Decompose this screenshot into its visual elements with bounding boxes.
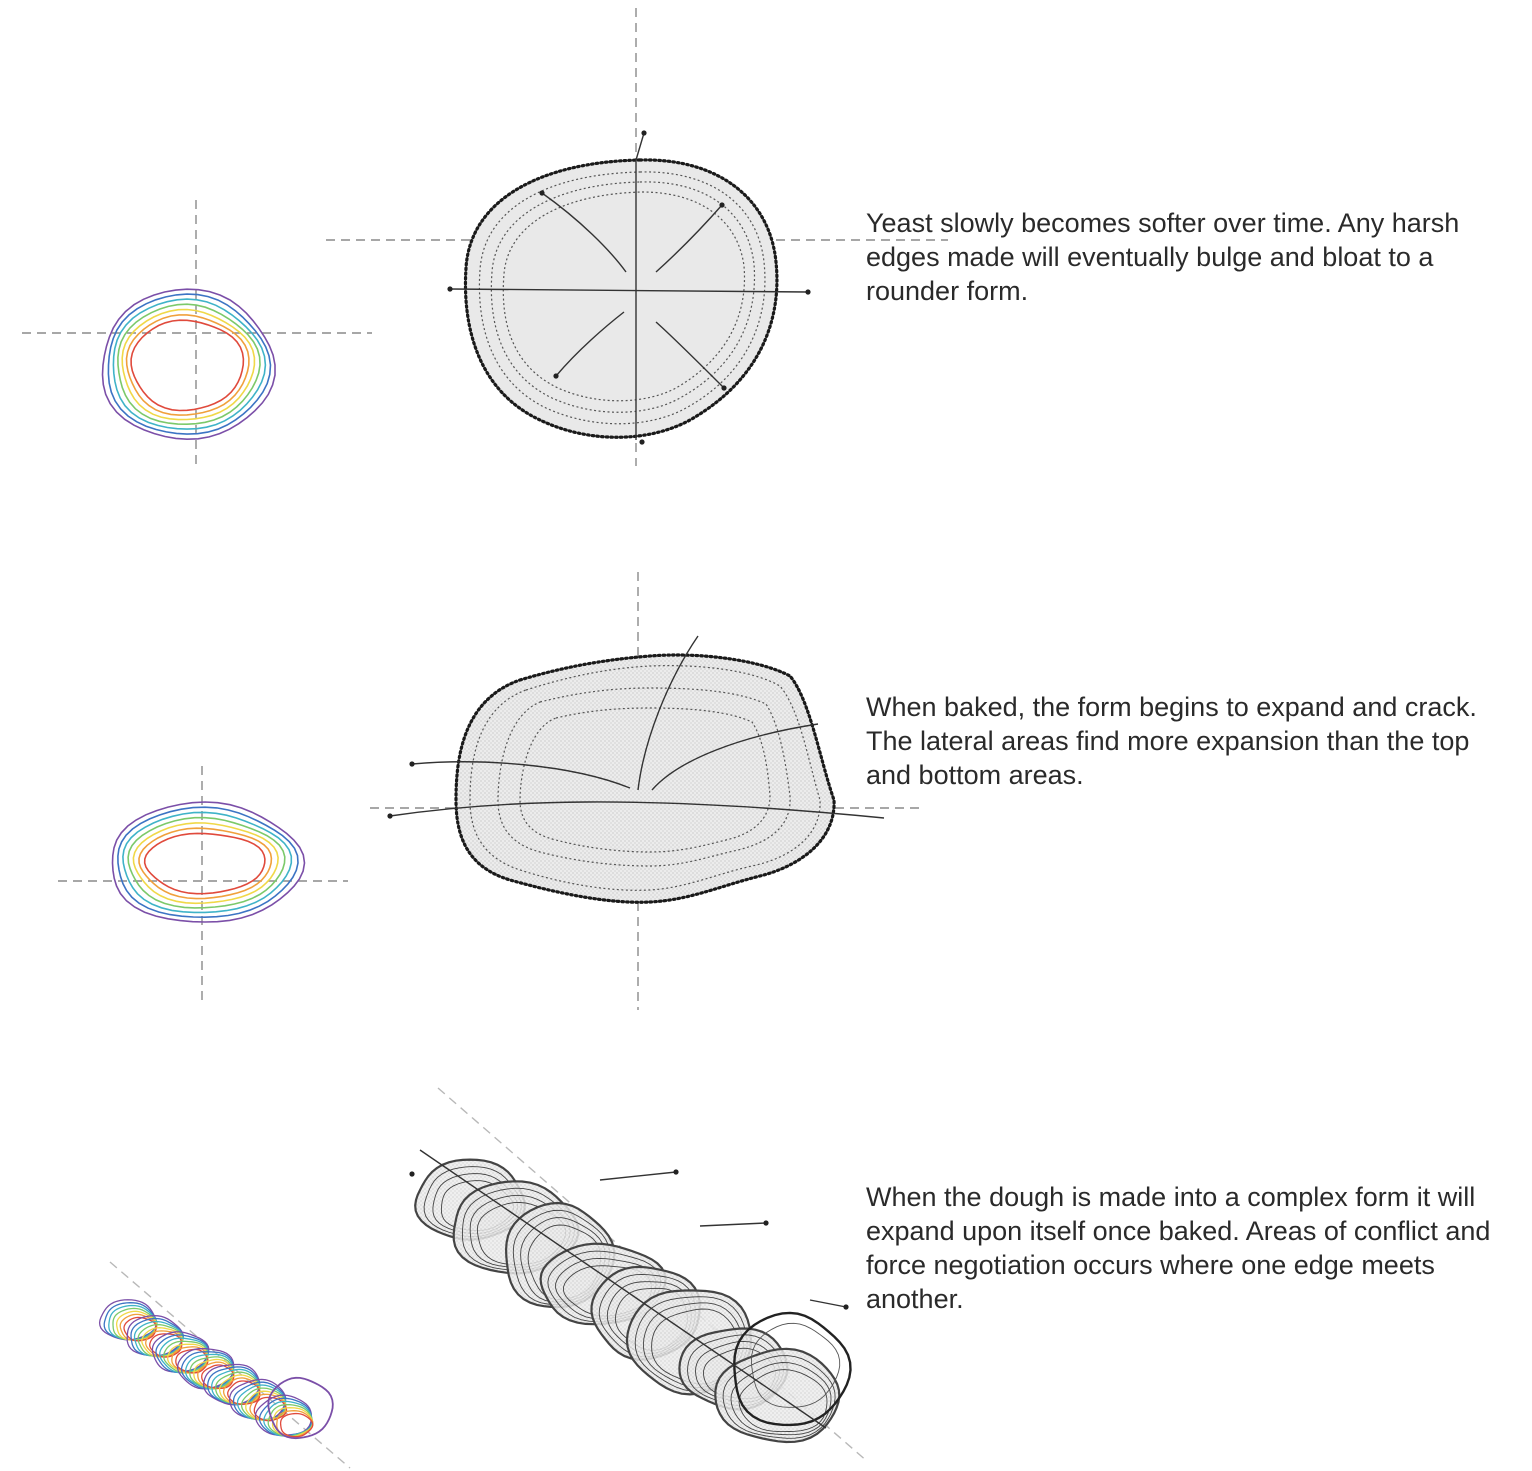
stage-ring [118, 304, 260, 424]
row3-colored-rings [100, 1300, 333, 1438]
row1-force-dot [539, 190, 544, 195]
row1-force-top [636, 133, 644, 160]
stage-ring [145, 833, 265, 893]
row3-force-dot [673, 1169, 678, 1174]
row2-large-form [370, 572, 920, 1010]
stage-ring [139, 828, 271, 898]
caption-yeast-softening: Yeast slowly becomes softer over time. A… [866, 206, 1516, 308]
caption-complex-form: When the dough is made into a complex fo… [866, 1180, 1516, 1316]
stage-ring [128, 818, 285, 908]
stage-ring [133, 823, 278, 903]
row3-small-braid [100, 1262, 350, 1468]
row3-force-dot [763, 1220, 768, 1225]
row3-force-dot [409, 1171, 414, 1176]
row2-dough-body [456, 655, 834, 902]
row1-force-dot [447, 286, 452, 291]
row1-large-form [326, 8, 948, 466]
row1-force-dot [719, 202, 724, 207]
stage-ring [127, 315, 249, 415]
stage-ring [122, 310, 254, 420]
row1-dough-body [465, 160, 776, 437]
stage-ring [131, 320, 243, 410]
row2-force-dot [409, 761, 414, 766]
row3-force-upper [600, 1172, 676, 1180]
row1-force-dot [805, 289, 810, 294]
row3-force-dot [843, 1304, 848, 1309]
row3-force-middle [700, 1223, 766, 1226]
row1-force-dot [641, 130, 646, 135]
caption-baking-expansion: When baked, the form begins to expand an… [866, 690, 1516, 792]
stage-ring [123, 812, 291, 912]
row2-colored-rings [113, 802, 305, 922]
row1-force-dot [721, 385, 726, 390]
row1-small-stages [22, 200, 372, 466]
row2-small-stages [58, 766, 348, 1000]
row3-large-braid [409, 1088, 868, 1462]
row1-force-dot [639, 439, 644, 444]
row2-force-dot [387, 813, 392, 818]
row1-colored-rings [103, 289, 276, 439]
row1-force-dot [553, 373, 558, 378]
row3-force-lower [810, 1300, 846, 1307]
row3-force-spine [420, 1150, 826, 1428]
